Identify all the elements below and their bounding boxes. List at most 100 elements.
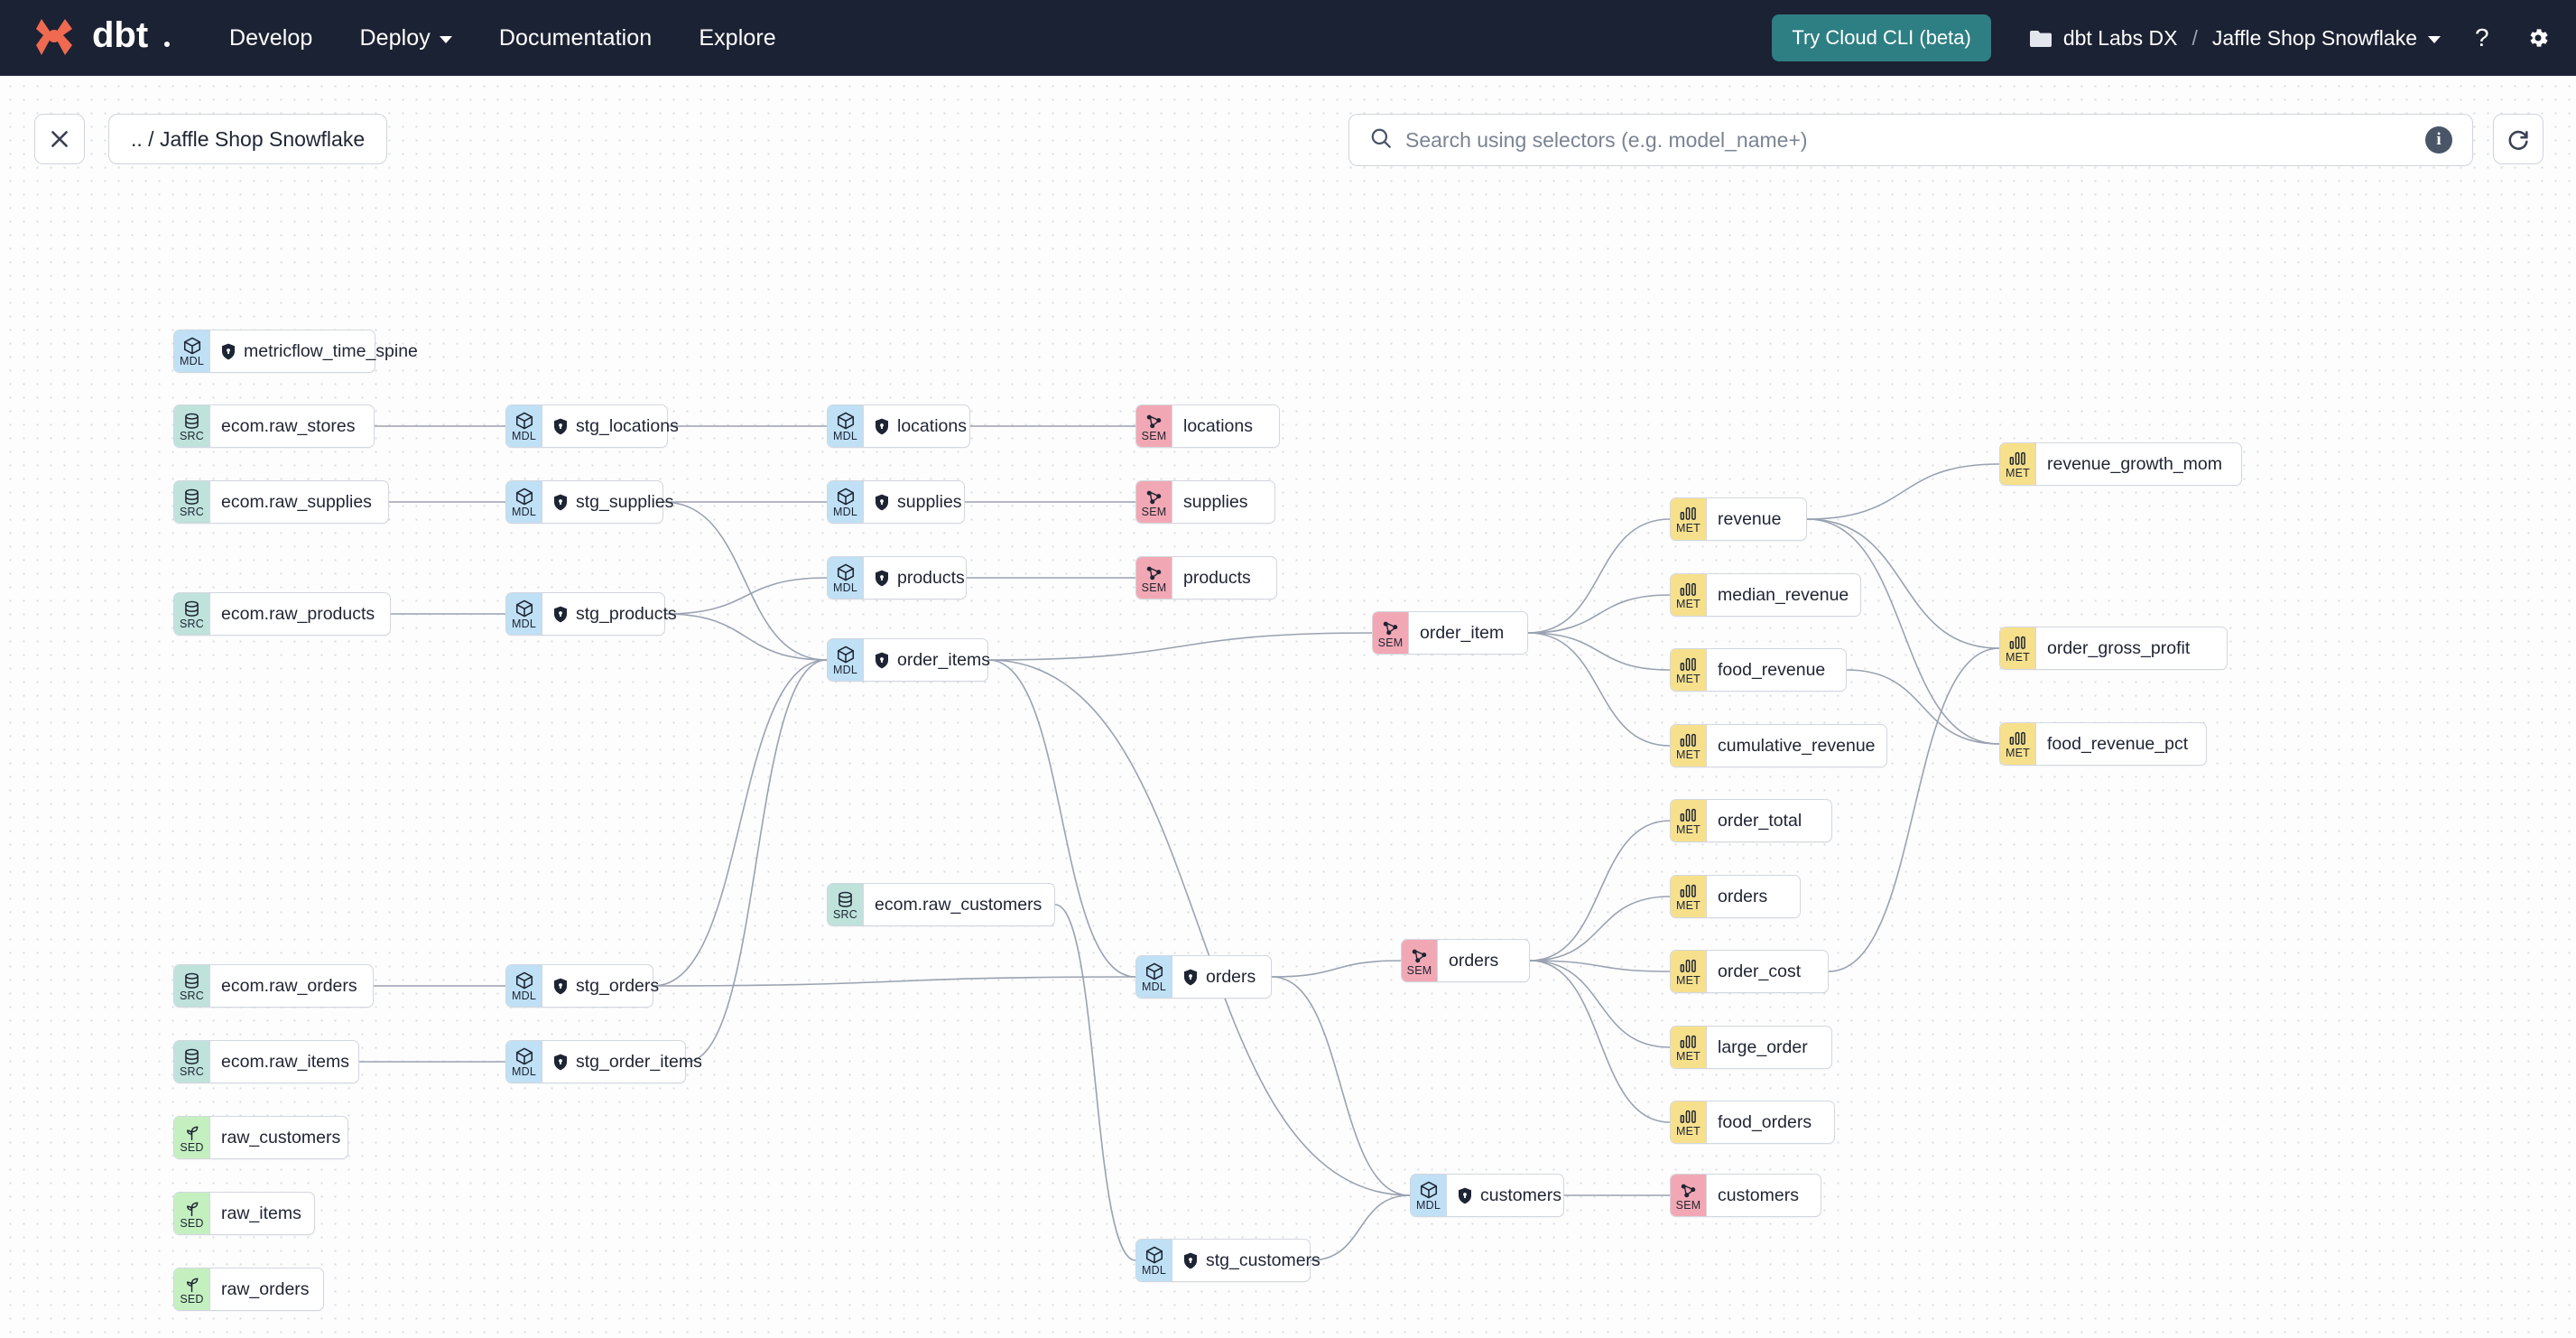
node-type-label: MET: [1676, 1124, 1700, 1138]
bar-chart-icon: MET: [1671, 725, 1707, 767]
graph-node-body: order_cost: [1707, 951, 1813, 992]
lineage-edge: [1529, 820, 1671, 962]
graph-node-label: customers: [1718, 1185, 1799, 1205]
graph-node-body: revenue_growth_mom: [2036, 443, 2235, 485]
graph-node-label: revenue: [1718, 508, 1782, 529]
nav-item-deploy[interactable]: Deploy: [359, 25, 452, 51]
lineage-edge: [685, 659, 828, 1063]
graph-node-met_food_revenue[interactable]: MET food_revenue: [1670, 648, 1847, 692]
top-navigation-bar: dbt Develop Deploy Documentation Explore…: [0, 0, 2576, 76]
svg-text:?: ?: [2475, 24, 2489, 51]
graph-node-body: raw_items: [210, 1193, 314, 1234]
graph-node-label: order_gross_profit: [2047, 637, 2191, 658]
selector-search-bar[interactable]: i: [1348, 114, 2473, 166]
semantic-graph-icon: SEM: [1136, 481, 1172, 523]
account-name[interactable]: dbt Labs DX: [2062, 25, 2178, 50]
node-type-label: MET: [1676, 672, 1700, 685]
info-icon[interactable]: i: [2425, 126, 2452, 153]
graph-node-body: stg_orders: [542, 965, 672, 1007]
search-input[interactable]: [1405, 127, 2425, 153]
try-cloud-cli-button[interactable]: Try Cloud CLI (beta): [1772, 14, 1991, 61]
lineage-edge: [653, 659, 828, 987]
settings-button[interactable]: [2525, 25, 2551, 51]
cube-icon: MDL: [828, 639, 864, 681]
graph-node-label: revenue_growth_mom: [2047, 453, 2223, 474]
graph-node-label: raw_orders: [221, 1278, 310, 1299]
node-type-label: MDL: [512, 618, 536, 630]
lineage-edge: [663, 501, 828, 661]
graph-node-body: orders: [1172, 956, 1268, 998]
database-icon: SRC: [174, 965, 210, 1007]
dbt-logo[interactable]: dbt: [34, 15, 175, 60]
close-lineage-button[interactable]: [34, 114, 85, 164]
graph-node-label: ecom.raw_customers: [875, 894, 1042, 915]
help-button[interactable]: ?: [2471, 24, 2495, 51]
refresh-graph-button[interactable]: [2493, 114, 2544, 164]
graph-node-order_items[interactable]: MDL order_items: [827, 638, 990, 682]
graph-node-label: food_orders: [1718, 1111, 1812, 1132]
graph-node-body: raw_customers: [210, 1117, 353, 1158]
bar-chart-icon: MET: [1671, 951, 1707, 992]
graph-breadcrumb[interactable]: .. / Jaffle Shop Snowflake: [108, 114, 388, 164]
lineage-edge: [987, 659, 1136, 978]
lineage-edge: [1527, 632, 1671, 747]
database-icon: SRC: [174, 405, 210, 447]
node-type-label: SEM: [1141, 429, 1167, 442]
database-icon: SRC: [174, 1041, 210, 1082]
graph-node-label: metricflow_time_spine: [244, 340, 418, 361]
lineage-edge: [664, 613, 828, 661]
lineage-edge: [1529, 960, 1671, 1048]
nav-item-develop[interactable]: Develop: [229, 25, 312, 51]
graph-node-met_food_orders[interactable]: MET food_orders: [1670, 1101, 1835, 1144]
graph-node-label: median_revenue: [1718, 584, 1849, 605]
project-selector[interactable]: Jaffle Shop Snowflake: [2212, 26, 2441, 51]
graph-node-body: customers: [1707, 1175, 1812, 1216]
graph-node-met_median_revenue[interactable]: MET median_revenue: [1670, 573, 1861, 617]
nav-item-explore[interactable]: Explore: [699, 25, 775, 51]
graph-node-body: orders: [1707, 876, 1780, 917]
graph-node-label: order_items: [897, 649, 990, 670]
graph-node-label: food_revenue: [1718, 659, 1826, 680]
bar-chart-icon: MET: [1671, 574, 1707, 616]
node-type-label: MDL: [833, 664, 857, 676]
nav-item-documentation[interactable]: Documentation: [499, 25, 652, 51]
graph-node-body: food_orders: [1707, 1101, 1824, 1143]
